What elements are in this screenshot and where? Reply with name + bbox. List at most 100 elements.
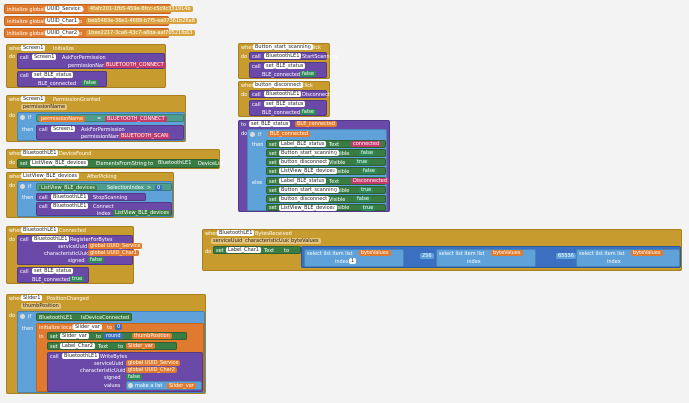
event-slider-position[interactable]: when Slider1 PositionChanged thumbPositi… — [6, 294, 206, 394]
then-row-3[interactable]: set button_disconnect Visible true — [266, 158, 386, 166]
event-disconnect-click[interactable]: when button_disconnect Click do call Blu… — [238, 81, 330, 117]
call-disconnect[interactable]: call BluetoothLE1 Disconnect — [249, 90, 330, 98]
if-block[interactable]: if permissionName = BLUETOOTH_CONNECT th… — [17, 112, 185, 141]
call-set-ble-status[interactable]: call set_BLE_status BLE_connected false — [249, 62, 327, 78]
procedure-set-ble-status[interactable]: to set_BLE_status BLE_connected do if BL… — [238, 120, 390, 212]
get-thumb[interactable]: thumbPosition — [132, 333, 172, 339]
procedure[interactable]: set_BLE_status — [264, 63, 306, 69]
get-bytes[interactable]: byteValues — [491, 250, 523, 256]
make-list[interactable]: make a list Slider_var — [126, 381, 202, 390]
component[interactable]: button_disconnect — [253, 82, 304, 88]
param[interactable]: BLE_connected — [295, 121, 338, 127]
global-uuid-char2[interactable]: initialize global UUID_Char2 to 1bee2217… — [4, 28, 195, 38]
param[interactable]: characteristicUuid — [243, 238, 293, 244]
set-listview-elements[interactable]: set ListView_BLE_devices ElementsFromStr… — [17, 159, 224, 168]
set-label-char1[interactable]: set Label_Char1 Text to — [213, 246, 301, 254]
target[interactable]: Button_start_scanning — [279, 150, 339, 156]
target[interactable]: Label_BLE_status — [279, 178, 327, 184]
component[interactable]: BluetoothLE1 — [217, 230, 255, 236]
event-after-picking[interactable]: when ListView_BLE_devices AfterPicking d… — [6, 172, 174, 218]
procedure[interactable]: set_BLE_status — [32, 268, 74, 274]
procedure-name[interactable]: set_BLE_status — [249, 121, 291, 127]
component[interactable]: BluetoothLE1 — [21, 227, 59, 233]
component[interactable]: BluetoothLE1 — [32, 236, 70, 242]
label[interactable]: Label_Char1 — [226, 247, 261, 253]
value[interactable]: false — [361, 168, 377, 174]
is-connected[interactable]: BluetoothLE1 IsDeviceConnected — [36, 313, 132, 321]
then-row-1[interactable]: set Label_BLE_status Text connected — [266, 140, 386, 148]
get-service[interactable]: global UUID_Service — [126, 360, 181, 366]
target[interactable]: Label_BLE_status — [279, 141, 327, 147]
get-service[interactable]: global UUID_Service — [88, 243, 143, 249]
var-name[interactable]: UUID_Service — [45, 6, 83, 12]
value-component[interactable]: BluetoothLE1 — [156, 160, 194, 166]
uuid-string[interactable]: 1bee2217-3ca6-43c7-a8da-aaf70521fb63 — [86, 30, 195, 36]
call-ask-permission[interactable]: call Screen1 AskForPermission permission… — [36, 125, 184, 140]
bool-false[interactable]: false — [126, 374, 142, 380]
component[interactable]: BluetoothLE1 — [51, 203, 89, 209]
value[interactable]: false — [359, 150, 375, 156]
gear-icon[interactable] — [20, 314, 25, 319]
value[interactable]: false — [355, 196, 371, 202]
gear-icon[interactable] — [128, 383, 133, 388]
gear-icon[interactable] — [250, 132, 255, 137]
event-screen-initialize[interactable]: when Screen1 Initialize do call Screen1 … — [6, 44, 166, 88]
compare-block[interactable]: permissionName = BLUETOOTH_CONNECT — [36, 114, 184, 122]
global-uuid-char1[interactable]: initialize global UUID_Char1 to beb5483e… — [4, 16, 197, 26]
bool-false[interactable]: false — [300, 71, 316, 77]
gear-icon[interactable] — [20, 184, 25, 189]
component[interactable]: BluetoothLE1 — [51, 194, 89, 200]
gear-icon[interactable] — [20, 115, 25, 120]
get-bytes[interactable]: byteValues — [359, 250, 391, 256]
bool-false[interactable]: false — [300, 109, 316, 115]
if-block[interactable]: if ListView_BLE_devices SelectionIndex >… — [17, 181, 173, 217]
local-name[interactable]: Slider_var — [73, 324, 102, 330]
if-block[interactable]: if BLE_connected then set Label_BLE_stat… — [247, 129, 390, 211]
value[interactable]: connected — [351, 141, 382, 147]
value[interactable]: true — [359, 187, 374, 193]
component[interactable]: Screen1 — [21, 96, 46, 102]
param[interactable]: permissionName — [21, 104, 68, 110]
math-sum[interactable]: select list item list byteValues index 1… — [301, 246, 681, 268]
multiplier[interactable]: 65536 — [556, 253, 576, 259]
call-start-scanning[interactable]: call BluetoothLE1 StartScanning — [249, 52, 337, 60]
label[interactable]: Label_Char2 — [60, 343, 95, 349]
compare-block[interactable]: ListView_BLE_devices SelectionIndex > 0 — [36, 183, 172, 191]
event-permission-granted[interactable]: when Screen1 PermissionGranted permissio… — [6, 95, 186, 142]
round-fn[interactable]: round — [104, 333, 123, 339]
listview-ref[interactable]: ListView_BLE_devices — [39, 185, 98, 191]
get-char1[interactable]: global UUID_Char1 — [88, 250, 139, 256]
permission-value[interactable]: BLUETOOTH_CONNECT — [104, 62, 166, 68]
value[interactable]: Disconnected — [351, 178, 390, 184]
else-row-1[interactable]: set Label_BLE_status Text Disconnected — [266, 177, 390, 185]
get-var[interactable]: permissionName — [39, 116, 86, 122]
component[interactable]: BluetoothLE1 — [21, 150, 59, 156]
get-var[interactable]: BLE_connected — [268, 131, 311, 137]
number[interactable]: 0 — [115, 324, 123, 330]
get-var[interactable]: Slider_var — [126, 343, 155, 349]
call-ask-permission[interactable]: call Screen1 AskForPermission permission… — [17, 53, 166, 69]
permission-value[interactable]: BLUETOOTH_SCAN — [119, 133, 170, 139]
procedure[interactable]: set_BLE_status — [264, 101, 306, 107]
then-row-4[interactable]: set ListView_BLE_devices Visible false — [266, 167, 386, 175]
procedure[interactable]: set_BLE_status — [32, 72, 74, 78]
target[interactable]: ListView_BLE_devices — [279, 168, 338, 174]
target[interactable]: ListView_BLE_devices — [30, 160, 89, 166]
var-name[interactable]: UUID_Char2 — [45, 30, 80, 36]
param[interactable]: serviceUuid — [211, 238, 245, 244]
event-bytes-received[interactable]: when BluetoothLE1 BytesReceived serviceU… — [202, 229, 682, 271]
component[interactable]: ListView_BLE_devices — [21, 173, 80, 179]
component[interactable]: BluetoothLE1 — [264, 53, 302, 59]
multiplier[interactable]: 256 — [420, 253, 434, 259]
global-uuid-service[interactable]: initialize global UUID_Service to 4fafc2… — [4, 4, 193, 14]
param[interactable]: byteValues — [289, 238, 321, 244]
call-write-bytes[interactable]: call BluetoothLE1 WriteBytes serviceUuid… — [47, 352, 203, 392]
value[interactable]: true — [361, 205, 376, 211]
target[interactable]: button_disconnect — [279, 196, 330, 202]
target[interactable]: button_disconnect — [279, 159, 330, 165]
get-var[interactable]: Slider_var — [167, 383, 196, 389]
get-char2[interactable]: global UUID_Char2 — [126, 367, 177, 373]
call-set-ble-status[interactable]: call set_BLE_status BLE_connected false — [17, 71, 107, 87]
if-block[interactable]: if BluetoothLE1 IsDeviceConnected then i… — [17, 311, 205, 393]
event-device-found[interactable]: when BluetoothLE1 DeviceFound do set Lis… — [6, 149, 224, 169]
